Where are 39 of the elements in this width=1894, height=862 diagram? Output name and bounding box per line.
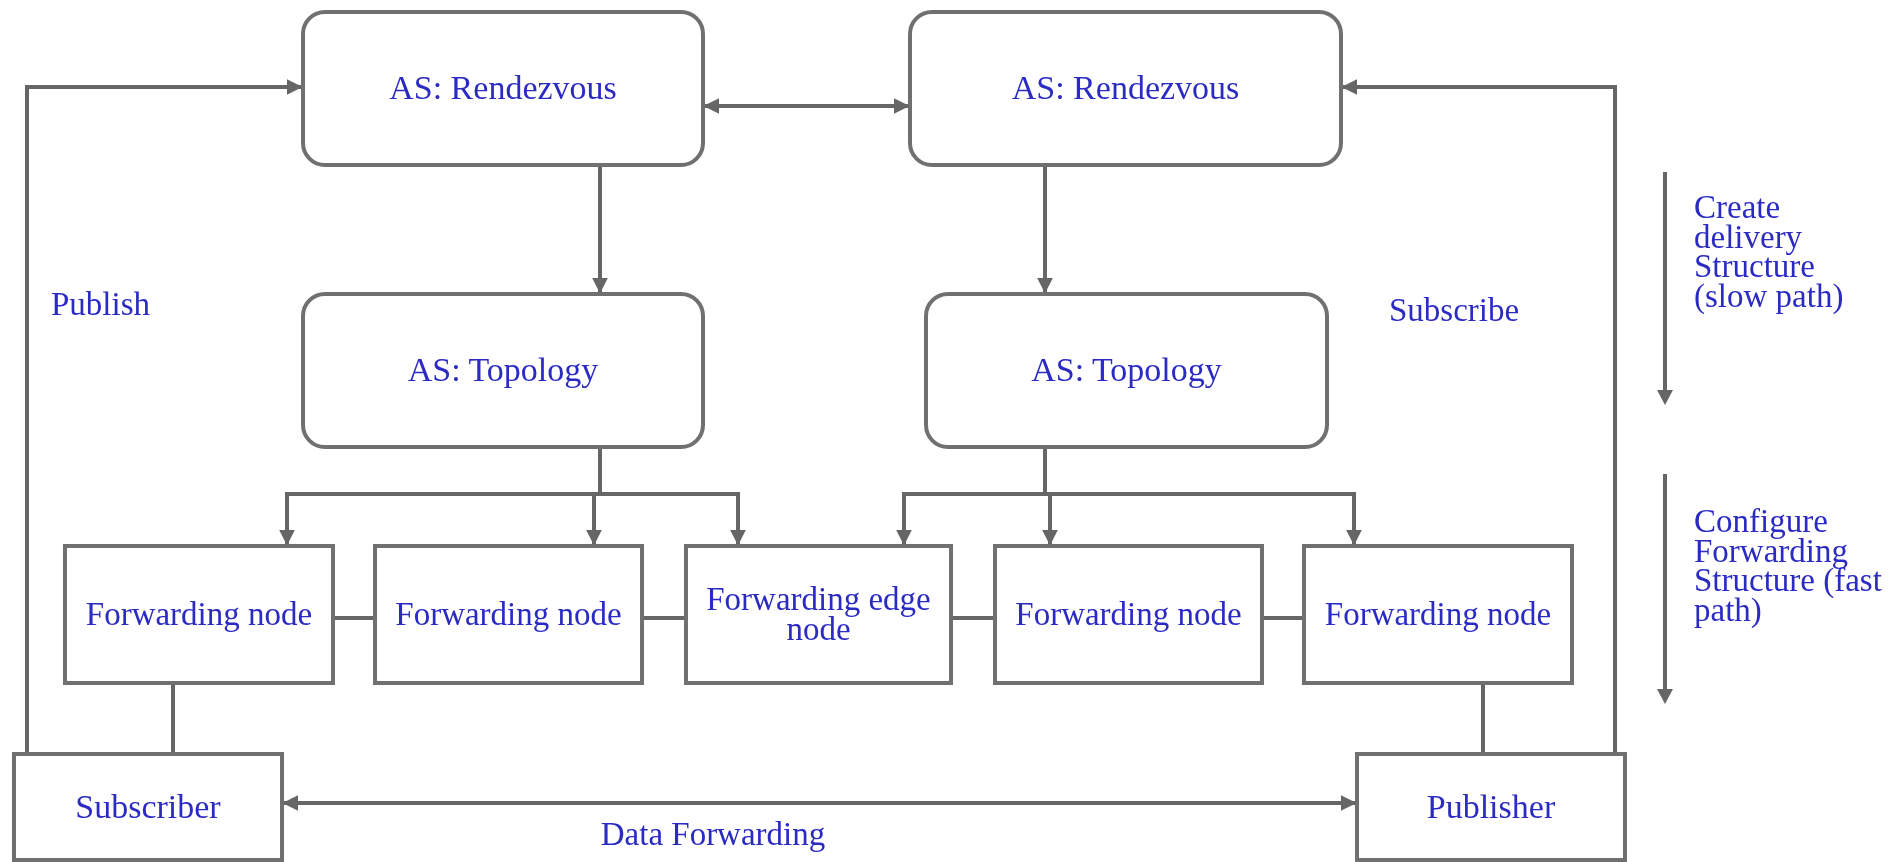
node-label: Publisher: [1425, 791, 1557, 823]
node-label: AS: Rendezvous: [388, 73, 618, 104]
rounded-process-box: [301, 10, 705, 167]
connector-line: [953, 616, 993, 620]
arrow: [1341, 79, 1617, 752]
connector-line: [171, 685, 175, 752]
process-box: [1355, 752, 1627, 862]
arrow: [703, 98, 910, 114]
node-label: Forwarding node: [394, 599, 623, 630]
node-label: Forwarding node: [1323, 599, 1553, 630]
process-box: [373, 544, 644, 685]
annotation-text: Publish: [51, 290, 152, 320]
connector-line: [1481, 685, 1485, 752]
rounded-process-box: [924, 292, 1329, 449]
node-label: AS: Rendezvous: [1010, 73, 1241, 104]
node-label: Forwarding edge node: [705, 584, 932, 645]
annotation-text: Configure Forwarding Structure (fast path): [1694, 507, 1883, 626]
process-box: [684, 544, 953, 685]
arrow: [598, 449, 746, 546]
process-box: [993, 544, 1264, 685]
node-label: Forwarding node: [1014, 599, 1243, 630]
process-box: [63, 544, 335, 685]
rounded-process-box: [301, 292, 705, 449]
annotation-text: Create delivery Structure (slow path): [1694, 193, 1845, 312]
node-label: AS: Topology: [406, 355, 600, 386]
connector-line: [335, 616, 373, 620]
connector-line: [644, 616, 684, 620]
edge-label: Data Forwarding: [600, 818, 826, 851]
arrow: [592, 167, 608, 294]
process-box: [12, 752, 284, 862]
node-label: Subscriber: [74, 791, 222, 823]
rounded-process-box: [908, 10, 1343, 167]
arrow: [25, 79, 303, 752]
annotation-text: Subscribe: [1389, 296, 1521, 326]
process-box: [1302, 544, 1574, 685]
node-label: AS: Topology: [1030, 355, 1223, 386]
connector-line: [1264, 616, 1302, 620]
arrow: [1037, 167, 1053, 294]
node-label: Forwarding node: [84, 599, 314, 630]
